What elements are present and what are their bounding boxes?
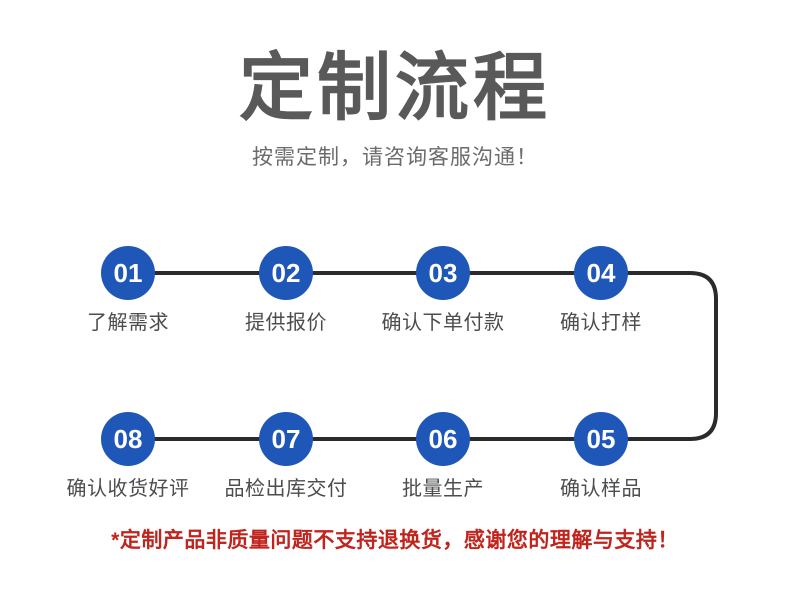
process-step-01[interactable]: 01 了解需求 <box>48 246 208 336</box>
process-step-03[interactable]: 03 确认下单付款 <box>363 246 523 336</box>
page-title: 定制流程 <box>239 46 551 129</box>
page-subtitle: 按需定制，请咨询客服沟通！ <box>252 146 538 169</box>
step-number-badge: 06 <box>416 412 470 466</box>
step-number-badge: 02 <box>259 246 313 300</box>
step-number-badge: 04 <box>574 246 628 300</box>
footer-disclaimer: *定制产品非质量问题不支持退换货，感谢您的理解与支持！ <box>111 529 679 552</box>
step-number-badge: 03 <box>416 246 470 300</box>
step-number-badge: 01 <box>101 246 155 300</box>
step-label: 确认下单付款 <box>381 312 505 334</box>
step-number-badge: 08 <box>101 412 155 466</box>
step-label: 确认样品 <box>560 478 642 500</box>
process-step-07[interactable]: 07 品检出库交付 <box>206 412 366 502</box>
process-step-02[interactable]: 02 提供报价 <box>206 246 366 336</box>
step-number-badge: 05 <box>574 412 628 466</box>
step-label: 提供报价 <box>245 312 327 334</box>
header: 定制流程 按需定制，请咨询客服沟通！ <box>0 0 790 172</box>
step-label: 确认打样 <box>560 312 642 334</box>
step-number-badge: 07 <box>259 412 313 466</box>
process-step-08[interactable]: 08 确认收货好评 <box>48 412 208 502</box>
step-label: 了解需求 <box>87 312 169 334</box>
process-step-06[interactable]: 06 批量生产 <box>363 412 523 502</box>
process-step-05[interactable]: 05 确认样品 <box>521 412 681 502</box>
step-label: 确认收货好评 <box>66 478 190 500</box>
process-step-04[interactable]: 04 确认打样 <box>521 246 681 336</box>
step-label: 品检出库交付 <box>224 478 348 500</box>
step-label: 批量生产 <box>402 478 484 500</box>
